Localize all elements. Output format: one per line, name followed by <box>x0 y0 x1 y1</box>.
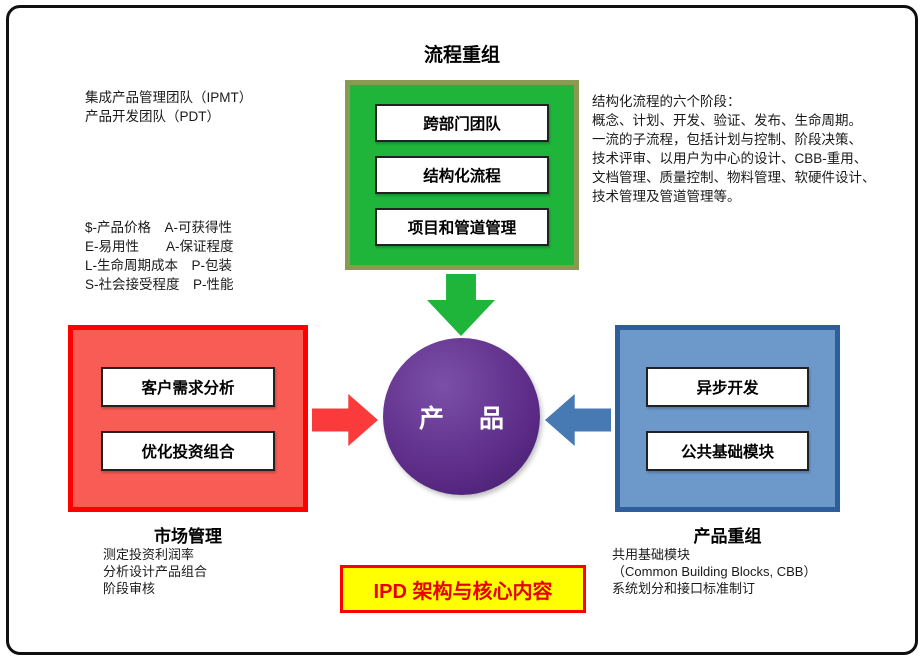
note-line: 分析设计产品组合 <box>103 564 208 579</box>
product-reorg-notes: 共用基础模块 （Common Building Blocks, CBB） 系统划… <box>612 546 816 597</box>
note-line: 技术评审、以用户为中心的设计、CBB-重用、 <box>592 151 868 166</box>
product-reorg-box: 异步开发 公共基础模块 <box>615 325 840 512</box>
green-down-arrow-icon <box>427 274 495 336</box>
note-line: 技术管理及管道管理等。 <box>592 189 741 204</box>
note-line: 概念、计划、开发、验证、发布、生命周期。 <box>592 113 862 128</box>
note-line: E-易用性 A-保证程度 <box>85 239 234 254</box>
note-line: L-生命周期成本 P-包装 <box>85 258 233 273</box>
note-line: 系统划分和接口标准制订 <box>612 581 756 596</box>
note-line: 测定投资利润率 <box>103 547 195 562</box>
note-line: 文档管理、质量控制、物料管理、软硬件设计、 <box>592 170 876 185</box>
structured-process-note: 结构化流程的六个阶段： 概念、计划、开发、验证、发布、生命周期。 一流的子流程，… <box>592 92 876 206</box>
note-line: 集成产品管理团队（IPMT） <box>85 90 253 105</box>
ipmt-pdt-note: 集成产品管理团队（IPMT） 产品开发团队（PDT） <box>85 88 252 126</box>
product-item-common-base-modules: 公共基础模块 <box>646 430 809 471</box>
process-section-title: 流程重组 <box>423 45 500 66</box>
process-item-project-pipeline-mgmt: 项目和管道管理 <box>375 208 549 246</box>
note-line: 阶段审核 <box>103 581 156 596</box>
market-item-customer-demand-analysis: 客户需求分析 <box>101 366 275 407</box>
product-circle: 产 品 <box>383 338 540 495</box>
blue-left-arrow-icon <box>545 394 611 446</box>
market-mgmt-box: 客户需求分析 优化投资组合 <box>68 325 308 512</box>
red-right-arrow-icon <box>312 394 378 446</box>
ipd-banner: IPD 架构与核心内容 <box>340 565 586 613</box>
market-notes: 测定投资利润率 分析设计产品组合 阶段审核 <box>103 546 207 597</box>
note-line: 一流的子流程，包括计划与控制、阶段决策、 <box>592 132 862 147</box>
process-item-structured-process: 结构化流程 <box>375 156 549 194</box>
note-line: $-产品价格 A-可获得性 <box>85 220 233 235</box>
product-item-async-development: 异步开发 <box>646 366 809 407</box>
market-section-title: 市场管理 <box>154 527 222 546</box>
product-reorg-section-title: 产品重组 <box>693 527 762 546</box>
note-line: 共用基础模块 <box>612 547 691 562</box>
note-line: S-社会接受程度 P-性能 <box>85 277 234 292</box>
process-item-cross-dept-team: 跨部门团队 <box>375 104 549 142</box>
note-line: 结构化流程的六个阶段： <box>592 94 741 109</box>
note-line: （Common Building Blocks, CBB） <box>612 564 817 579</box>
note-line: 产品开发团队（PDT） <box>85 109 220 124</box>
process-reorg-box: 跨部门团队 结构化流程 项目和管道管理 <box>345 80 579 270</box>
product-attributes-note: $-产品价格 A-可获得性 E-易用性 A-保证程度 L-生命周期成本 P-包装… <box>85 218 234 294</box>
market-item-optimize-portfolio: 优化投资组合 <box>101 430 275 471</box>
